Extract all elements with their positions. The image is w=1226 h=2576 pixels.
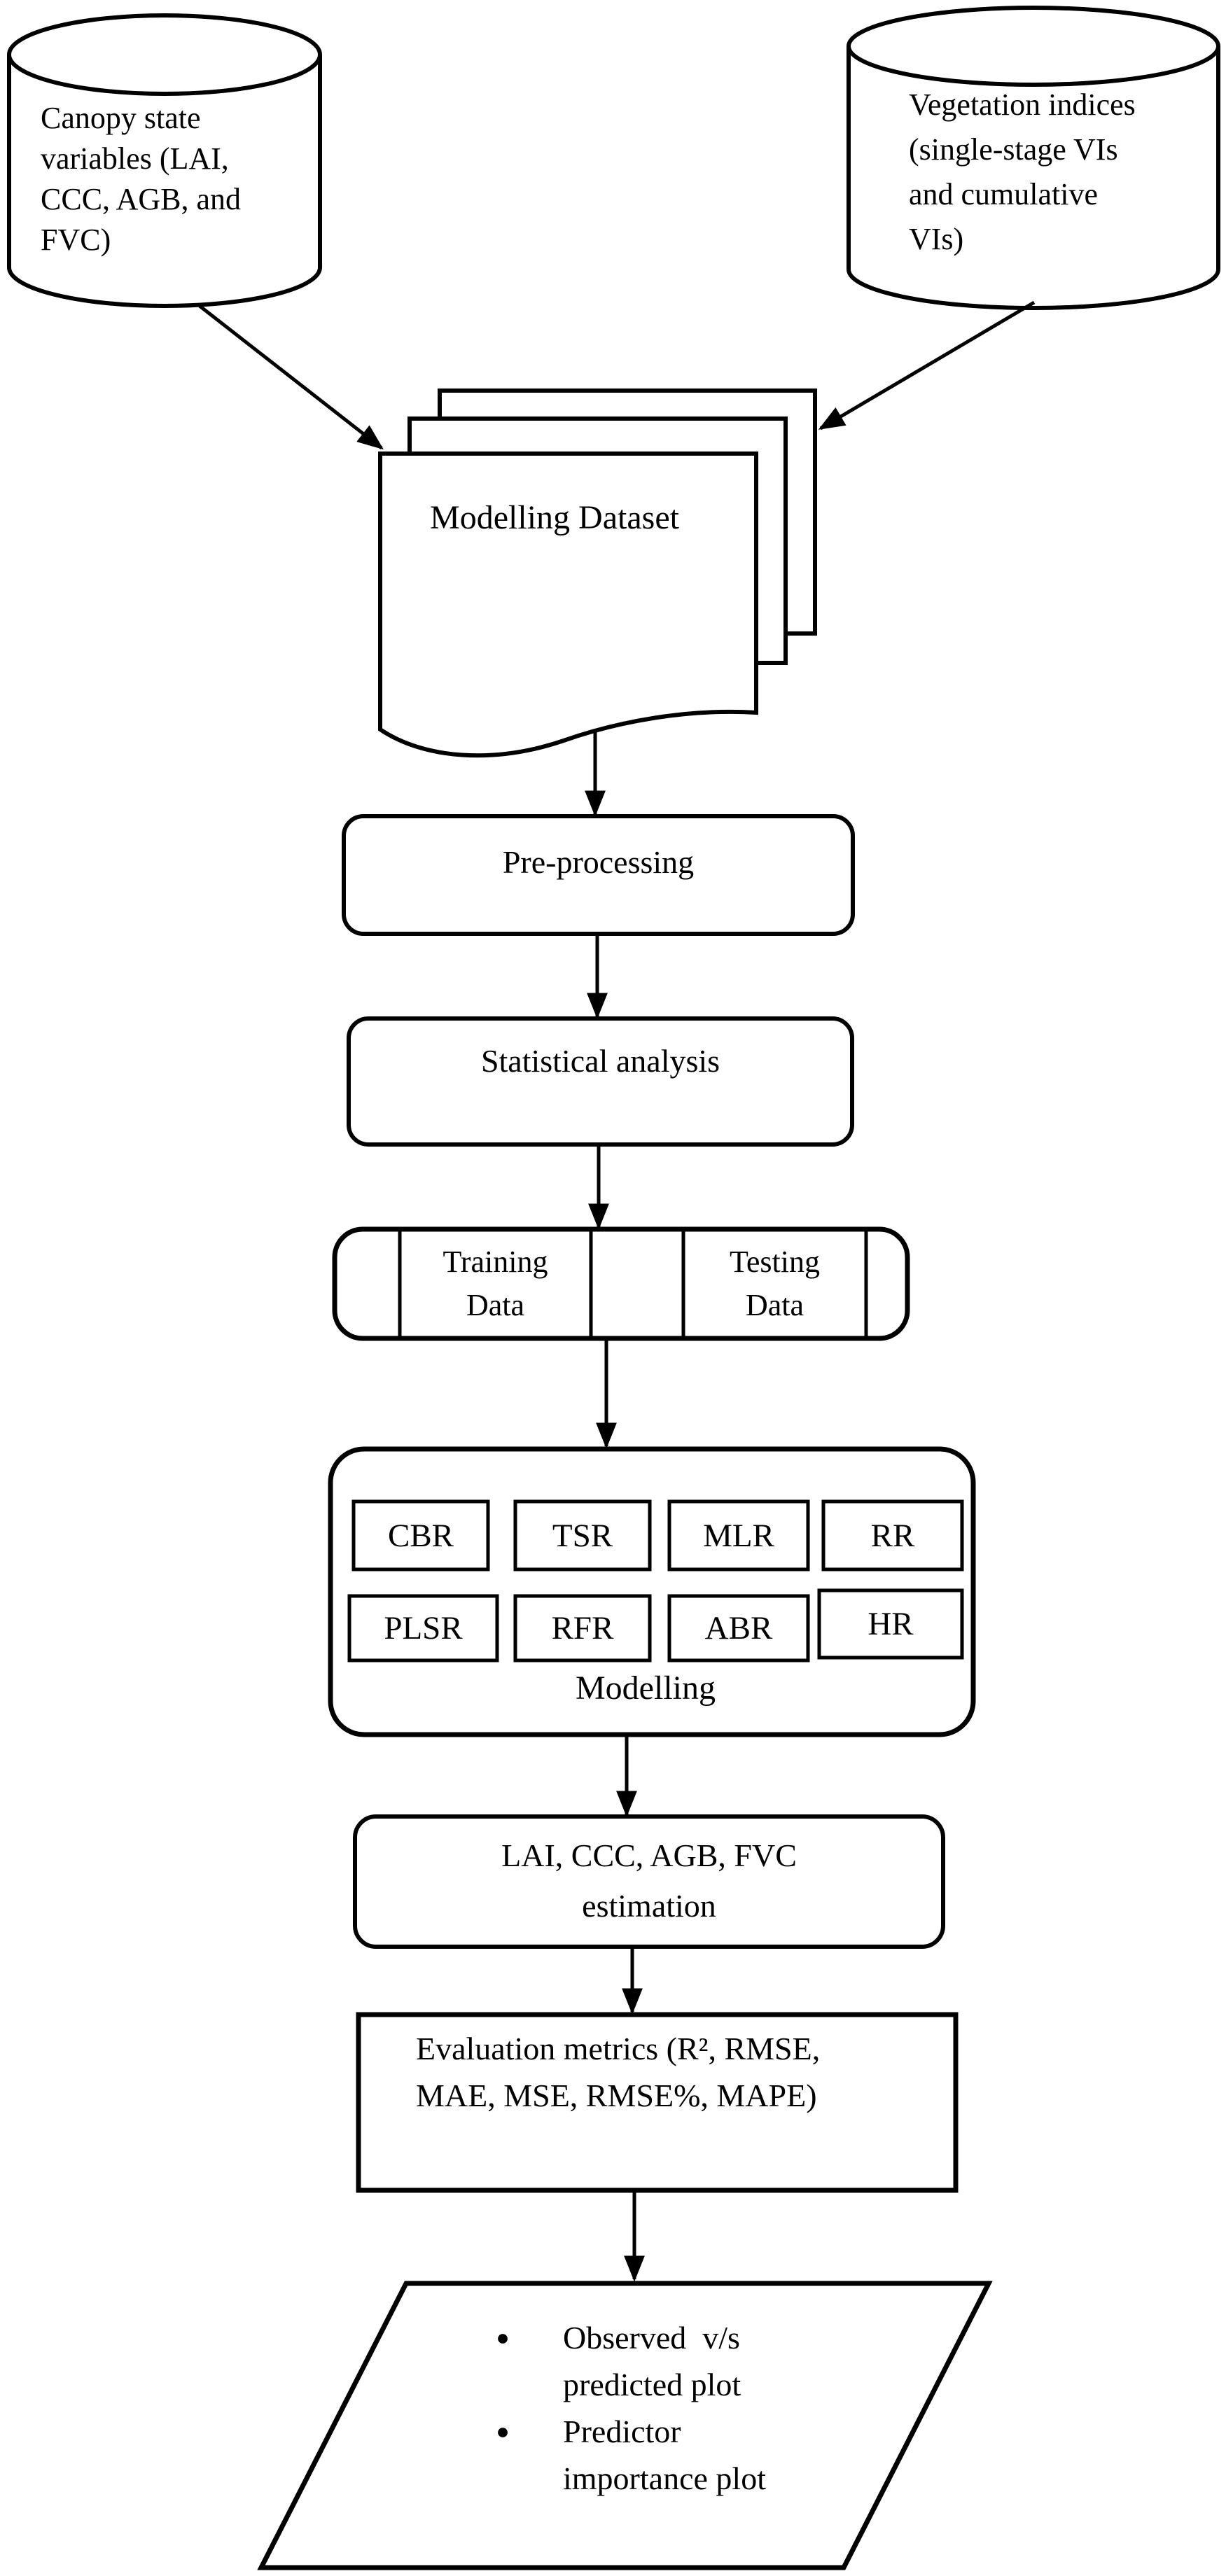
cylinder-canopy-label: Canopy state variables (LAI, CCC, AGB, a… xyxy=(41,101,242,257)
model-box-rfr xyxy=(513,1594,652,1662)
cylinder-vegetation-shape xyxy=(847,6,1220,310)
dataset-label: Modelling Dataset xyxy=(430,499,679,536)
model-box-cbr xyxy=(351,1499,490,1572)
statistical-analysis-box xyxy=(347,1016,854,1147)
model-label-plsr: PLSR xyxy=(384,1610,463,1646)
output-item-label: Predictor importance plot xyxy=(563,2414,766,2496)
outputs-list: ● Observed v/s predicted plot ● Predicto… xyxy=(490,2314,910,2502)
cylinder-vegetation-label: Vegetation indices (single-stage VIs and… xyxy=(909,88,1136,256)
model-boxes xyxy=(347,1499,964,1662)
estimation-box xyxy=(353,1814,945,1949)
model-box-rr xyxy=(821,1499,964,1572)
model-label-hr: HR xyxy=(868,1606,914,1642)
model-box-hr xyxy=(817,1588,964,1660)
model-label-rfr: RFR xyxy=(551,1610,614,1646)
modelling-label: Modelling xyxy=(576,1670,716,1707)
model-label-cbr: CBR xyxy=(387,1517,454,1554)
model-box-abr xyxy=(667,1594,810,1662)
outputs-parallelogram xyxy=(257,2281,993,2570)
cylinder-canopy-shape xyxy=(7,13,322,308)
arrow-canopy-to-dataset xyxy=(198,304,384,450)
document-page-front xyxy=(378,451,758,758)
bullet-icon: ● xyxy=(496,2325,510,2350)
testing-data-label: Testing Data xyxy=(730,1245,820,1322)
output-item-label: Observed v/s predicted plot xyxy=(563,2320,741,2402)
preprocessing-label: Pre-processing xyxy=(502,844,695,880)
list-item: ● Observed v/s predicted plot xyxy=(490,2314,910,2408)
model-label-tsr: TSR xyxy=(552,1517,613,1554)
preprocessing-box xyxy=(342,814,855,936)
estimation-label: LAI, CCC, AGB, FVC estimation xyxy=(501,1837,797,1924)
model-label-abr: ABR xyxy=(704,1610,773,1646)
model-label-mlr: MLR xyxy=(703,1517,774,1554)
data-split-box xyxy=(332,1226,910,1341)
model-box-plsr xyxy=(347,1594,499,1662)
arrow-vegetation-to-dataset xyxy=(818,300,1036,430)
training-data-label: Training Data xyxy=(443,1245,548,1322)
evaluation-label: Evaluation metrics (R², RMSE, MAE, MSE, … xyxy=(416,2031,821,2113)
statistical-analysis-label: Statistical analysis xyxy=(480,1043,720,1079)
model-box-tsr xyxy=(513,1499,652,1572)
model-box-mlr xyxy=(667,1499,810,1572)
evaluation-box xyxy=(356,2012,959,2193)
list-item: ● Predictor importance plot xyxy=(490,2408,910,2502)
bullet-icon: ● xyxy=(496,2418,510,2444)
model-label-rr: RR xyxy=(870,1517,915,1554)
modelling-container-box xyxy=(328,1446,976,1737)
